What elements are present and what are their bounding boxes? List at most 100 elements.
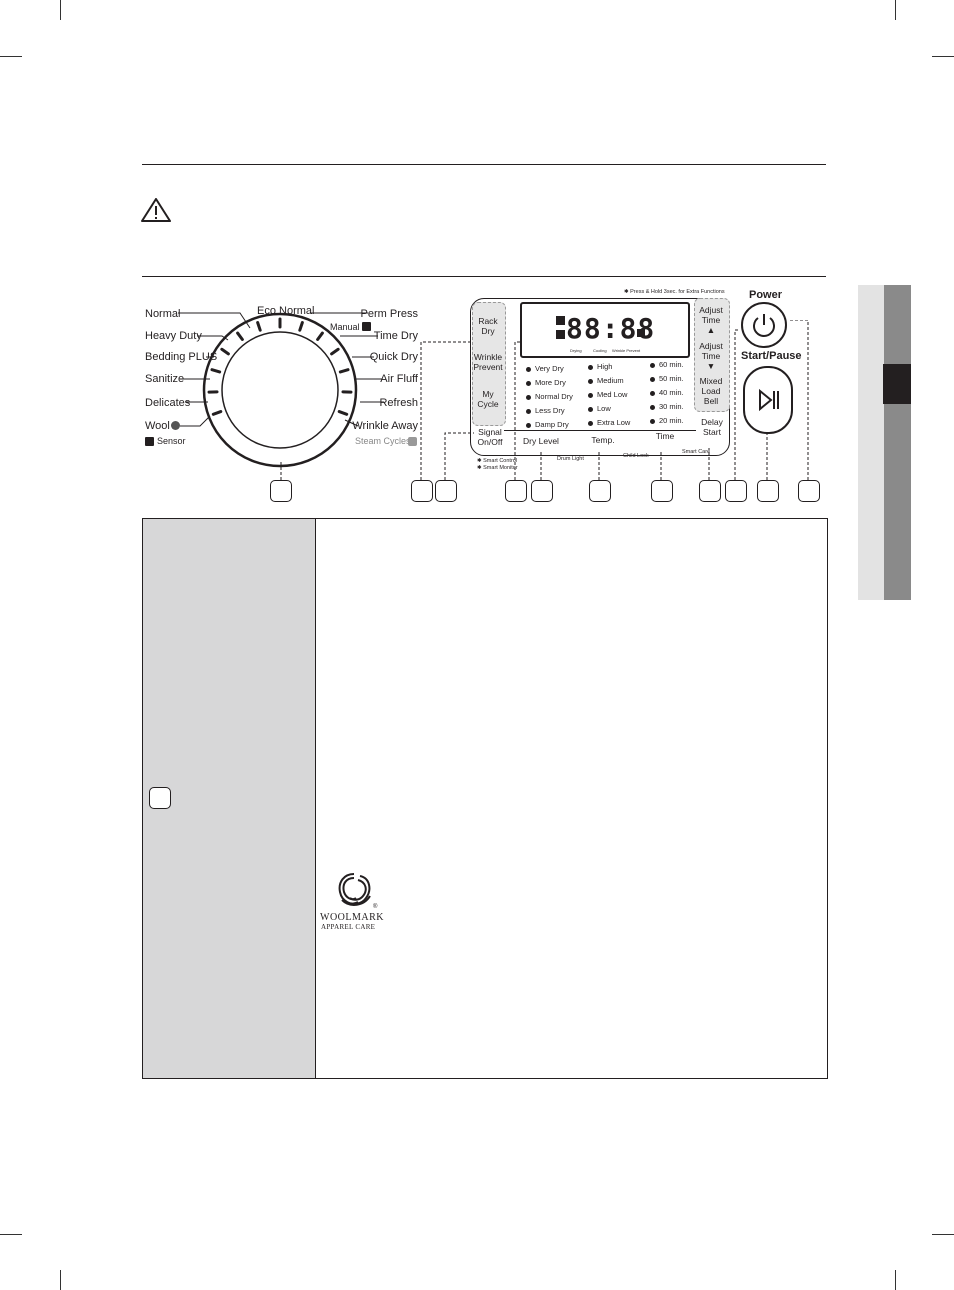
- my-cycle-button[interactable]: My Cycle: [477, 389, 499, 409]
- lcd-label-drying: Drying: [570, 348, 582, 353]
- dial-leader-lines: [178, 312, 384, 427]
- dial-tick: [330, 347, 340, 356]
- dial-label-left: Wool: [145, 420, 170, 432]
- description-table: [142, 518, 828, 1079]
- crop-mark: [0, 1234, 22, 1235]
- callout-box: [757, 480, 779, 502]
- dial-tick: [210, 368, 222, 374]
- dial-label-sensor: Sensor: [157, 436, 186, 446]
- power-label: Power: [749, 289, 783, 301]
- dial-label-left: Normal: [145, 308, 181, 320]
- callout-leaders: [280, 320, 809, 480]
- dial-label-right: Quick Dry: [369, 351, 418, 363]
- left-button-group: [472, 302, 506, 426]
- warning-icon: [141, 198, 171, 222]
- time-option: 50 min.: [650, 374, 684, 383]
- temp-option: Low: [588, 404, 611, 413]
- crop-mark: [895, 0, 896, 20]
- cycle-selector-dial[interactable]: [200, 310, 360, 470]
- section-rule-top: [142, 164, 826, 165]
- time-button[interactable]: Time: [655, 431, 675, 441]
- lcd-display: [520, 302, 690, 358]
- steam-icon: [408, 437, 417, 446]
- start-pause-label: Start/Pause: [741, 350, 802, 362]
- child-lock-label: Child Lock: [623, 453, 649, 459]
- dry-level-option: Damp Dry: [526, 420, 569, 429]
- smart-care-label: Smart Care: [682, 449, 711, 455]
- callout-box: [725, 480, 747, 502]
- woolmark-sub: APPAREL CARE: [321, 923, 376, 931]
- time-option: 40 min.: [650, 388, 684, 397]
- dial-label-left: Heavy Duty: [145, 330, 202, 342]
- callout-box: [505, 480, 527, 502]
- dial-label-left: Sanitize: [145, 373, 185, 385]
- delay-start-button[interactable]: Delay Start: [701, 417, 723, 437]
- lcd-icon-block: [637, 329, 645, 337]
- callout-box: [798, 480, 820, 502]
- dial-label-right: Wrinkle Away: [352, 420, 418, 432]
- dial-label-left: Delicates: [145, 397, 191, 409]
- dial-tick: [236, 331, 244, 341]
- crop-mark: [60, 1270, 61, 1290]
- dial-tick: [256, 321, 262, 332]
- dial-label-right: Air Fluff: [380, 373, 418, 385]
- table-label-column: [143, 519, 316, 1078]
- callout-box: [435, 480, 457, 502]
- drum-light-label: Drum Light: [557, 456, 584, 462]
- press-hold-note: ✱ Press & Hold 3sec. for Extra Functions: [624, 289, 725, 295]
- dial-label-right: Perm Press: [360, 308, 418, 320]
- crop-mark: [0, 56, 22, 57]
- dial-tick: [298, 321, 304, 332]
- dry-level-option: Very Dry: [526, 364, 564, 373]
- adjust-time-up-button[interactable]: Adjust Time ▲: [699, 305, 723, 335]
- rack-dry-button[interactable]: Rack Dry: [478, 316, 498, 336]
- lcd-label-cooling: Cooling: [593, 348, 607, 353]
- callout-box: [149, 787, 171, 809]
- temp-option: Extra Low: [588, 418, 630, 427]
- wrinkle-prevent-button[interactable]: Wrinkle Prevent: [473, 352, 503, 372]
- temp-option: Medium: [588, 376, 624, 385]
- smart-monitor-label: ✱ Smart Monitor: [477, 465, 518, 471]
- lcd-digits: 88:88: [566, 312, 656, 345]
- wool-icon: [171, 421, 180, 430]
- time-option: 20 min.: [650, 416, 684, 425]
- start-pause-button[interactable]: [743, 366, 793, 434]
- time-option: 60 min.: [650, 360, 684, 369]
- temp-option: Med Low: [588, 390, 627, 399]
- dial-label-right: Time Dry: [373, 330, 418, 342]
- temp-button[interactable]: Temp.: [591, 435, 615, 445]
- dry-level-option: Normal Dry: [526, 392, 573, 401]
- callout-box: [270, 480, 292, 502]
- play-pause-icon: [759, 388, 779, 412]
- crop-mark: [932, 56, 954, 57]
- lcd-label-wrinkle-prevent: Wrinkle Prevent: [612, 348, 641, 353]
- woolmark-logo-icon: [338, 873, 371, 906]
- dial-label-manual: Manual: [330, 322, 360, 332]
- dial-tick: [337, 410, 349, 416]
- dial-tick: [316, 331, 324, 341]
- manual-icon: [362, 322, 371, 331]
- smart-control-label: ✱ Smart Control: [477, 458, 518, 464]
- time-option: 30 min.: [650, 402, 684, 411]
- woolmark-brand: WOOLMARK: [320, 912, 384, 923]
- dry-level-option: More Dry: [526, 378, 566, 387]
- mixed-load-bell-button[interactable]: Mixed Load Bell: [699, 376, 723, 406]
- lcd-icon-block: [556, 316, 565, 325]
- signal-onoff-button[interactable]: Signal On/Off: [477, 427, 503, 447]
- dial-tick: [211, 410, 223, 416]
- dial-label-right: Refresh: [379, 397, 418, 409]
- callout-box: [699, 480, 721, 502]
- adjust-time-down-button[interactable]: Adjust Time ▼: [699, 341, 723, 371]
- sensor-icon: [145, 437, 154, 446]
- section-rule-bottom: [142, 276, 826, 277]
- dial-tick: [220, 347, 230, 356]
- right-button-group: [694, 298, 730, 412]
- power-button[interactable]: [741, 302, 787, 348]
- temp-option: High: [588, 362, 612, 371]
- callout-box: [589, 480, 611, 502]
- dry-level-button[interactable]: Dry Level: [523, 436, 559, 446]
- callout-box: [411, 480, 433, 502]
- power-icon: [753, 314, 775, 337]
- chapter-tab-bg: [858, 285, 884, 600]
- crop-mark: [932, 1234, 954, 1235]
